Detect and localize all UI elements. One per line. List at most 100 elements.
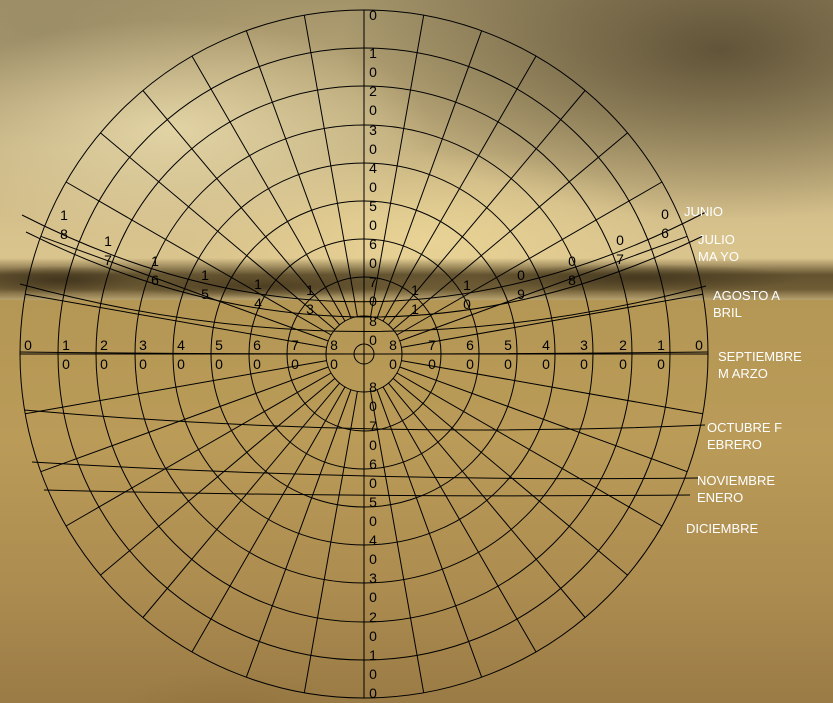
hour-label: 16 — [151, 253, 159, 288]
altitude-label-right: 40 — [542, 337, 550, 372]
azimuth-line — [401, 293, 703, 348]
altitude-label-top: 70 — [369, 274, 377, 309]
hour-label: 11 — [411, 282, 419, 317]
sun-path-august-april — [19, 283, 707, 332]
altitude-label-left: 0 — [24, 337, 32, 353]
azimuth-line — [382, 55, 537, 322]
altitude-label-bottom: 40 — [369, 532, 377, 567]
altitude-label-right: 80 — [389, 337, 397, 372]
azimuth-line — [40, 366, 329, 473]
azimuth-line — [388, 90, 586, 326]
altitude-label-top: 30 — [369, 122, 377, 157]
altitude-label-top: 0 — [369, 7, 377, 23]
sun-path-december — [43, 489, 691, 497]
azimuth-line — [392, 378, 628, 576]
azimuth-line — [65, 181, 332, 336]
sun-path-october-february — [23, 409, 706, 431]
altitude-label-left: 50 — [215, 337, 223, 372]
altitude-label-top: 60 — [369, 236, 377, 271]
altitude-label-left: 70 — [291, 337, 299, 372]
month-label: ENERO — [697, 490, 744, 505]
altitude-label-right: 70 — [428, 337, 436, 372]
azimuth-line — [399, 235, 688, 342]
hour-label: 17 — [104, 233, 112, 268]
altitude-label-right: 30 — [580, 337, 588, 372]
hour-label: 10 — [463, 277, 471, 312]
month-label: SEPTIEMBRE — [718, 349, 802, 364]
month-label: MA YO — [698, 249, 739, 264]
month-label: OCTUBRE F — [707, 420, 783, 435]
month-label: M ARZO — [718, 366, 768, 381]
azimuth-line — [392, 132, 628, 330]
altitude-label-left: 80 — [330, 337, 338, 372]
hour-label: 08 — [568, 253, 576, 288]
altitude-label-left: 40 — [177, 337, 185, 372]
azimuth-line — [396, 372, 663, 527]
hour-label: 14 — [254, 276, 262, 311]
azimuth-line — [396, 181, 663, 336]
altitude-label-bottom: 30 — [369, 570, 377, 605]
altitude-label-right: 60 — [466, 337, 474, 372]
altitude-label-bottom: 80 — [369, 379, 377, 414]
altitude-label-top: 80 — [369, 313, 377, 348]
azimuth-line — [245, 389, 352, 678]
azimuth-line — [65, 372, 332, 527]
azimuth-line — [245, 30, 352, 319]
altitude-label-bottom: 20 — [369, 609, 377, 644]
month-label: NOVIEMBRE — [697, 473, 776, 488]
sun-path-july-may — [25, 231, 704, 318]
month-label: JULIO — [698, 232, 735, 247]
altitude-label-right: 10 — [657, 337, 665, 372]
altitude-label-left: 20 — [100, 337, 108, 372]
azimuth-line — [142, 90, 340, 326]
month-label: JUNIO — [684, 204, 723, 219]
hour-label: 13 — [306, 282, 314, 317]
altitude-label-top: 40 — [369, 160, 377, 195]
azimuth-line — [25, 293, 327, 348]
altitude-label-bottom: 0 — [369, 685, 377, 701]
month-label: AGOSTO A — [713, 288, 780, 303]
sun-path-june — [21, 211, 707, 303]
azimuth-line — [191, 55, 346, 322]
hour-label: 07 — [616, 232, 624, 267]
dry-ground-background — [0, 300, 833, 703]
azimuth-line — [100, 132, 336, 330]
azimuth-line — [382, 386, 537, 653]
altitude-label-top: 50 — [369, 198, 377, 233]
azimuth-line — [303, 391, 358, 693]
azimuth-line — [142, 382, 340, 618]
sky-background — [0, 0, 833, 300]
azimuth-line — [303, 15, 358, 317]
month-label: EBRERO — [707, 437, 762, 452]
azimuth-line — [40, 235, 329, 342]
altitude-label-bottom: 50 — [369, 494, 377, 529]
azimuth-line — [388, 382, 586, 618]
hour-label: 18 — [60, 207, 68, 242]
month-label: BRIL — [713, 305, 742, 320]
month-label: DICIEMBRE — [686, 521, 759, 536]
azimuth-line — [376, 389, 483, 678]
hour-label: 15 — [201, 267, 209, 302]
altitude-label-bottom: 60 — [369, 456, 377, 491]
sun-path-november-january — [31, 461, 700, 480]
altitude-label-left: 10 — [62, 337, 70, 372]
azimuth-line — [191, 386, 346, 653]
altitude-label-left: 30 — [139, 337, 147, 372]
hour-label: 06 — [661, 206, 669, 241]
azimuth-line — [370, 15, 425, 317]
sun-path-september-march — [19, 351, 709, 355]
altitude-label-right: 0 — [695, 337, 703, 353]
azimuth-line — [25, 360, 327, 415]
altitude-label-left: 60 — [253, 337, 261, 372]
altitude-label-bottom: 10 — [369, 647, 377, 682]
altitude-label-top: 20 — [369, 83, 377, 118]
altitude-label-top: 10 — [369, 45, 377, 80]
altitude-label-bottom: 70 — [369, 418, 377, 453]
altitude-label-right: 20 — [619, 337, 627, 372]
azimuth-line — [370, 391, 425, 693]
altitude-label-right: 50 — [504, 337, 512, 372]
azimuth-line — [399, 366, 688, 473]
azimuth-line — [100, 378, 336, 576]
hour-label: 09 — [517, 267, 525, 302]
